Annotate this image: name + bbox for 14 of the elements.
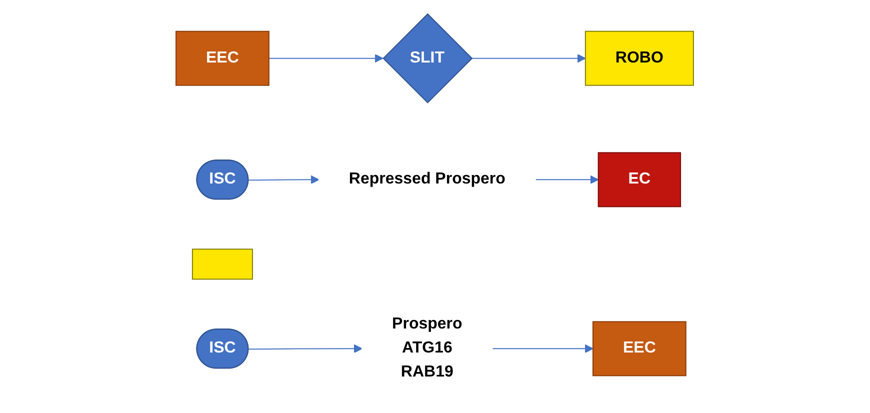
- node-diamond: SLIT: [382, 12, 473, 104]
- node-text: Prospero ATG16 RAB19: [392, 315, 463, 380]
- arrow: [471, 54, 586, 62]
- node-text: Repressed Prospero: [349, 170, 506, 188]
- node-bar: [192, 248, 254, 280]
- arrow: [535, 174, 599, 184]
- node-box: EEC: [592, 320, 687, 376]
- arrow: [492, 344, 594, 353]
- arrow: [248, 174, 320, 184]
- node-box: ROBO: [585, 30, 694, 86]
- arrow: [268, 54, 384, 62]
- arrow: [248, 344, 363, 353]
- node-box: EEC: [176, 30, 270, 86]
- node-box: EC: [598, 152, 682, 207]
